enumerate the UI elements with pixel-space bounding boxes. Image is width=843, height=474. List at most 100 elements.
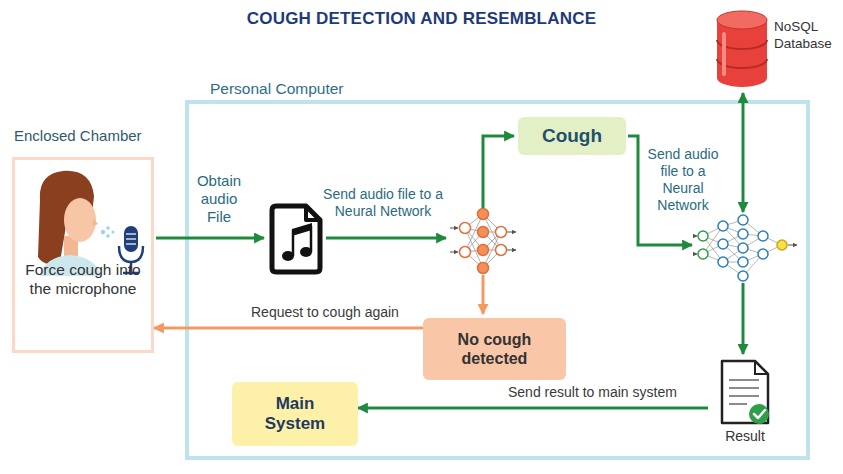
- document-icon: [754, 410, 765, 418]
- neural-network-icon: [738, 271, 748, 281]
- label-slot: Send audio file to a Neural Network: [644, 146, 722, 214]
- neural-network-icon: [695, 254, 697, 255]
- neural-network-icon: [460, 223, 471, 234]
- flow-arrow: [742, 93, 745, 212]
- neural-network-icon: [777, 240, 787, 250]
- microphone-icon: [126, 243, 136, 244]
- neural-network-icon: [478, 263, 489, 274]
- heading-slot: Personal Computer: [210, 80, 344, 98]
- region-node: Personal ComputerCough No cough detectedM…: [185, 80, 810, 460]
- flow-arrow: [483, 136, 514, 208]
- microphone-icon: [126, 233, 136, 234]
- neural-network-icon: [703, 220, 782, 276]
- process-box: Main System: [232, 382, 358, 446]
- neural-network-icon: [738, 243, 748, 253]
- neural-network-icon: [478, 245, 489, 256]
- node-caption: NoSQL Database: [774, 18, 838, 52]
- title-slot: COUGH DETECTION AND RESEMBLANCE: [0, 9, 843, 29]
- flow-label: Send audio file to a Neural Network: [313, 186, 453, 220]
- database-node: NoSQL Database: [714, 8, 840, 92]
- edge-label-slot: Send result to main system: [506, 384, 679, 400]
- flow-arrow: [156, 93, 743, 354]
- edge-label: Request to cough again: [249, 304, 401, 320]
- microphone-icon: [126, 238, 136, 239]
- woman-figure: [106, 234, 110, 238]
- database-cylinder: [717, 20, 767, 87]
- flow-arrow: [742, 283, 745, 354]
- neural-network-icon: [695, 215, 797, 281]
- caption-slot: NoSQL Database: [774, 18, 838, 52]
- region-node: Enclosed ChamberForce cough into the mic…: [12, 127, 154, 353]
- woman-figure: [112, 231, 115, 234]
- flow-arrow: [482, 275, 485, 314]
- neural-network-icon: [465, 214, 501, 268]
- audio-file-icon: [306, 206, 320, 220]
- flow-arrow: [156, 237, 264, 240]
- neural-network-icon: [450, 209, 516, 274]
- process-box: No cough detected: [423, 318, 566, 380]
- database-cylinder: [722, 32, 726, 76]
- neural-network-icon: [738, 257, 748, 267]
- document-icon: [749, 404, 769, 424]
- box-text: No cough detected: [423, 330, 566, 368]
- region-heading: Personal Computer: [210, 80, 344, 98]
- flow-connector: [358, 407, 708, 410]
- neural-network-icon: [758, 249, 768, 259]
- caption-slot: Result: [708, 428, 782, 444]
- woman-figure: [106, 226, 110, 230]
- flow-arrow: [326, 237, 446, 240]
- document-node: Result: [708, 358, 782, 448]
- edge-label: Send result to main system: [506, 384, 679, 400]
- neural-network-icon: [718, 221, 728, 231]
- neural-network-icon: [496, 227, 507, 238]
- neural-network-icon: [478, 209, 489, 220]
- woman-figure: [101, 230, 105, 234]
- neural-network-icon: [698, 249, 708, 259]
- neural-network-icon: [788, 245, 797, 246]
- document-icon: [729, 387, 759, 389]
- database-cylinder: [714, 8, 770, 90]
- heading-slot: Enclosed Chamber: [14, 127, 142, 144]
- neural-network-icon: [695, 236, 697, 237]
- region-text: Force cough into the microphone: [16, 260, 150, 298]
- box-text: Cough: [542, 125, 602, 147]
- neural-network-icon: [507, 232, 516, 233]
- document-icon: [722, 361, 768, 423]
- flow-connector: [154, 327, 423, 330]
- audio-file-icon: [272, 206, 320, 272]
- box-text: Main System: [253, 394, 337, 434]
- label-slot: Obtain audio File: [188, 172, 250, 226]
- flow-arrow: [482, 275, 485, 314]
- document-icon: [729, 403, 747, 405]
- flow-label: Obtain audio File: [188, 172, 250, 226]
- audio-file-icon: [292, 223, 312, 236]
- audio-file-icon: [272, 206, 320, 272]
- woman-figure: [64, 198, 96, 242]
- neural-network-icon: [478, 227, 489, 238]
- body-slot: Force cough into the microphone: [16, 260, 150, 298]
- diagram-title: COUGH DETECTION AND RESEMBLANCE: [0, 9, 843, 29]
- document-icon: [729, 395, 759, 397]
- document-icon: [719, 358, 771, 426]
- neural-network-icon: [507, 250, 516, 251]
- region-outline: [12, 157, 154, 353]
- label-slot: Send audio file to a Neural Network: [313, 186, 453, 220]
- neural-network-icon: [738, 229, 748, 239]
- flow-label: Send audio file to a Neural Network: [644, 146, 722, 214]
- microphone-icon: [124, 226, 138, 252]
- neural-network-icon: [698, 231, 708, 241]
- neural-network-icon: [758, 231, 768, 241]
- neural-network-icon: [450, 252, 458, 253]
- neural-network-icon: [738, 215, 748, 225]
- neural-network-icon: [496, 245, 507, 256]
- database-cylinder: [717, 11, 767, 29]
- document-icon: [755, 361, 768, 374]
- node-caption: Result: [708, 428, 782, 444]
- neural-network-icon: [718, 239, 728, 249]
- edge-label-slot: Request to cough again: [249, 304, 401, 320]
- neural-network-icon: [460, 247, 471, 258]
- process-box: Cough: [518, 117, 626, 155]
- neural-network-icon: [718, 257, 728, 267]
